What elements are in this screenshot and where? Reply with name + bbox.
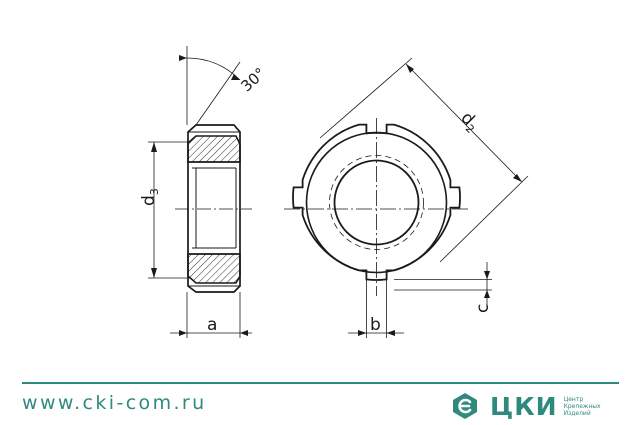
b-label: b	[370, 315, 381, 335]
footer-divider	[22, 382, 619, 384]
side-view	[175, 124, 252, 293]
front-view	[284, 118, 470, 296]
side-view-dimensions	[148, 46, 252, 338]
brand-logo: ЦКИ Центр Крепежных Изделий	[452, 391, 601, 421]
dimension-labels: 30° d2 d3 a b c	[139, 64, 493, 335]
hexagon-logo-icon	[453, 393, 477, 419]
brand-subtitle: Центр Крепежных Изделий	[563, 395, 601, 417]
angle-label: 30°	[237, 64, 269, 95]
c-label: c	[473, 304, 493, 313]
d3-label: d3	[139, 188, 161, 206]
a-label: a	[207, 315, 217, 335]
brand-name: ЦКИ	[490, 391, 558, 421]
front-view-dimensions	[319, 57, 529, 338]
hatched-section-top	[187, 135, 241, 163]
d2-label: d2	[455, 108, 483, 136]
hatched-section-bottom	[187, 253, 241, 284]
site-url[interactable]: www.cki-com.ru	[22, 392, 207, 414]
